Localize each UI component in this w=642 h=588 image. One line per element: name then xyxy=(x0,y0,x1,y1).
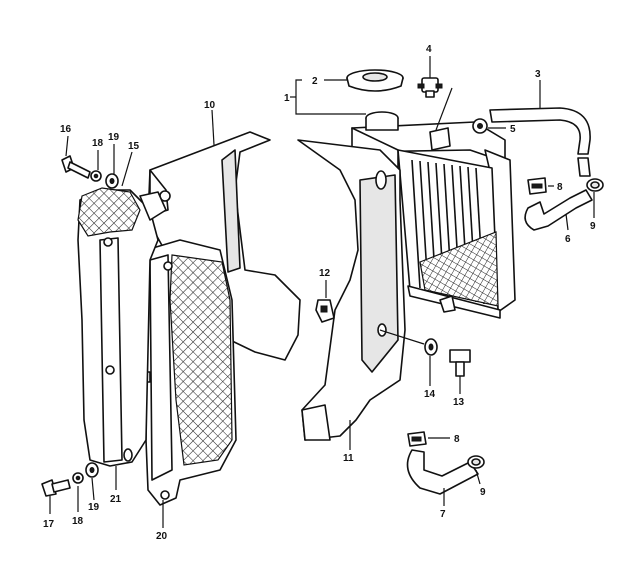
callout-14: 14 xyxy=(424,389,436,400)
callout-18-upper: 18 xyxy=(92,138,104,149)
callout-3: 3 xyxy=(535,69,541,80)
hose-clamp-8-upper xyxy=(527,177,547,195)
washer-19-lower xyxy=(85,462,99,478)
callout-18-lower: 18 xyxy=(72,516,84,527)
callout-17: 17 xyxy=(43,519,55,530)
hose-clamp-9-upper xyxy=(586,178,604,192)
leader-lines xyxy=(49,56,595,528)
callout-19-upper: 19 xyxy=(108,132,120,143)
thermo-switch xyxy=(417,77,443,98)
radiator-core xyxy=(351,111,516,319)
bolt-16 xyxy=(61,155,91,179)
radiator-shroud-11 xyxy=(297,139,406,441)
callout-12: 12 xyxy=(319,268,331,279)
callout-20: 20 xyxy=(156,531,168,542)
callout-10: 10 xyxy=(204,100,216,111)
washer-19-upper xyxy=(105,173,119,189)
bolt-13 xyxy=(449,349,471,377)
callout-9-upper: 9 xyxy=(590,221,596,232)
callout-21: 21 xyxy=(110,494,122,505)
callout-5: 5 xyxy=(510,124,516,135)
callout-4: 4 xyxy=(426,44,432,55)
hose-clamp-8-lower xyxy=(407,431,427,447)
callout-19-lower: 19 xyxy=(88,502,100,513)
washer-18-lower xyxy=(72,472,84,484)
callout-16: 16 xyxy=(60,124,72,135)
callout-2: 2 xyxy=(312,76,318,87)
callout-11: 11 xyxy=(343,453,354,464)
bolt-17 xyxy=(41,479,71,497)
callout-labels: 1 2 3 4 5 8 9 6 10 12 14 13 11 8 9 7 16 … xyxy=(43,44,596,542)
callout-8-upper: 8 xyxy=(557,182,563,193)
hose-clamp-9-lower xyxy=(467,455,485,469)
radiator-hose-7 xyxy=(406,449,479,495)
callout-8-lower: 8 xyxy=(454,434,460,445)
washer-18-upper xyxy=(90,170,102,182)
overflow-hose xyxy=(489,107,591,177)
side-shroud-21 xyxy=(77,187,167,467)
side-cover-20 xyxy=(137,239,237,506)
washer-14 xyxy=(424,338,438,356)
callout-6: 6 xyxy=(565,234,571,245)
callout-7: 7 xyxy=(440,509,446,520)
screw-5 xyxy=(472,118,488,134)
callout-15: 15 xyxy=(128,141,140,152)
clip-12 xyxy=(315,299,335,323)
callout-9-lower: 9 xyxy=(480,487,486,498)
radiator-cap xyxy=(346,69,404,92)
callout-13: 13 xyxy=(453,397,465,408)
radiator-hose-6 xyxy=(524,189,593,231)
callout-1: 1 xyxy=(284,93,290,104)
